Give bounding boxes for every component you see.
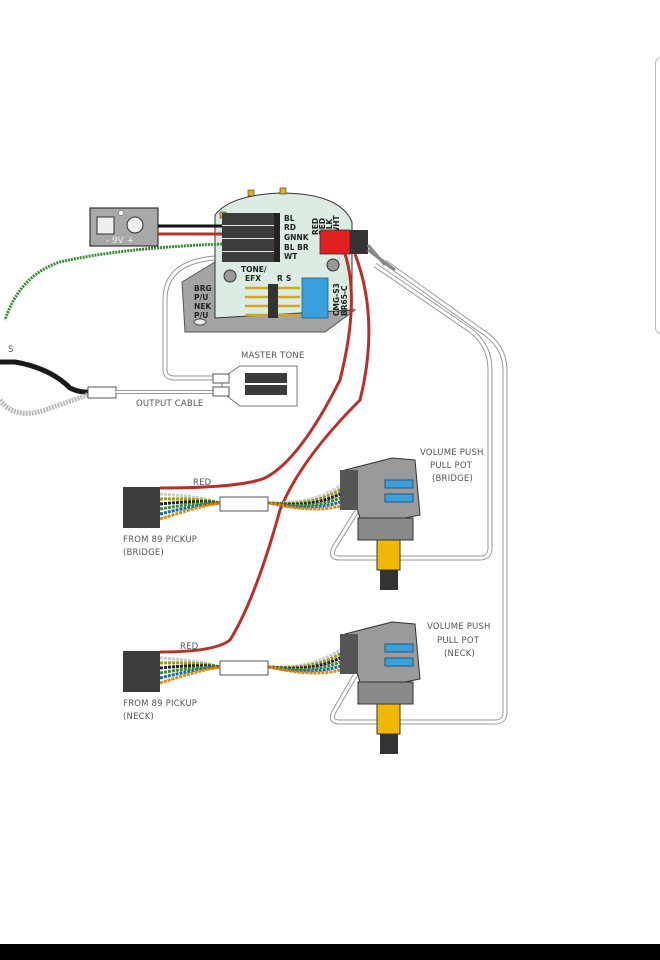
side-panel-edge[interactable]: [655, 57, 660, 334]
neck-pickup-sublabel: (NECK): [123, 712, 154, 722]
pu-label-2: P/U: [194, 311, 208, 320]
pot-casing: [357, 681, 414, 705]
pin-label-gnnk: GNNK: [284, 233, 310, 242]
pin-label-wt: WT: [284, 252, 298, 261]
bridge-pickup-label: FROM 89 PICKUP: [123, 535, 197, 545]
neck-pot-label-1: VOLUME PUSH: [427, 622, 491, 632]
tone-header: [268, 284, 278, 318]
harness-wire: [159, 665, 351, 685]
switch-label-1: CMG-S3: [332, 283, 341, 316]
pot-casing: [357, 517, 414, 541]
red-wire-bridge: [159, 253, 353, 490]
brg-label: BRG: [194, 284, 212, 293]
pin-label-blk: BLK: [325, 218, 334, 235]
black-connector: [350, 230, 368, 254]
neck-pot-label-2: PULL POT: [437, 636, 480, 646]
output-plug: [87, 386, 117, 399]
output-cable-label: OUTPUT CABLE: [136, 399, 203, 409]
master-tone-label: MASTER TONE: [241, 351, 305, 361]
jack-socket-minus: [96, 216, 115, 235]
switch-label-2: BR65-C: [340, 285, 349, 316]
black-cable: [0, 359, 91, 395]
red-connector: [319, 229, 351, 255]
bridge-harness: [123, 457, 421, 590]
pickup-connector: [123, 651, 160, 692]
braided-cable: [0, 391, 91, 416]
harness-wire: [159, 496, 351, 516]
pin-label-blbr: BL BR: [284, 243, 309, 252]
pot-switch-block: [340, 470, 358, 510]
pot-switch-block: [340, 634, 358, 674]
neck-pot-label-3: (NECK): [444, 649, 475, 659]
r-label: R: [277, 274, 283, 283]
battery-label: - 9V +: [106, 236, 134, 246]
blue-switch: [301, 277, 329, 319]
bridge-pickup-sublabel: (BRIDGE): [123, 548, 164, 558]
pin-label-rd: RD: [284, 223, 296, 232]
plug-wires-board: [366, 244, 396, 272]
bridge-red-label: RED: [193, 478, 212, 488]
neck-red-label: RED: [180, 642, 199, 652]
pot-shaft: [376, 703, 401, 735]
pin-label-bl: BL: [284, 214, 295, 223]
bridge-pot-label-3: (BRIDGE): [432, 474, 473, 484]
master-tone-header: [245, 373, 287, 383]
master-tone-plug: [212, 386, 230, 397]
board-hole: [223, 269, 237, 283]
white-wire-master-tone: [162, 255, 220, 381]
pot-blue-contact: [384, 657, 414, 667]
efx-label: EFX: [245, 274, 261, 283]
heat-shrink-sleeve: [219, 660, 269, 676]
neck-harness: [123, 621, 421, 754]
bridge-pot-label-2: PULL POT: [430, 461, 473, 471]
pot-knob-spline: [380, 570, 398, 590]
pot-blue-contact: [384, 493, 414, 503]
pin-label-red2: RED: [318, 218, 327, 235]
header-connectors: [222, 213, 280, 262]
bridge-pot-label-1: VOLUME PUSH: [420, 448, 484, 458]
pickup-connector: [123, 487, 160, 528]
harness-wire: [159, 660, 351, 680]
master-tone-plug: [212, 373, 230, 384]
white-wire-right-loop: [329, 259, 508, 725]
pot-blue-contact: [384, 479, 414, 489]
master-tone-header: [245, 385, 287, 395]
pu-label-1: P/U: [194, 293, 208, 302]
nek-label: NEK: [194, 302, 212, 311]
harness-wire: [159, 501, 351, 521]
navigation-bar: [0, 944, 660, 960]
jack-s-label: S: [8, 345, 14, 355]
pot-knob-spline: [380, 734, 398, 754]
pot-shaft: [376, 539, 401, 571]
s-label: S: [286, 274, 291, 283]
bracket-hole: [193, 318, 207, 326]
pot-blue-contact: [384, 643, 414, 653]
neck-pickup-label: FROM 89 PICKUP: [123, 699, 197, 709]
green-wire: [3, 242, 223, 321]
heat-shrink-sleeve: [219, 496, 269, 512]
board-hole: [326, 258, 340, 272]
jack-socket-plus: [126, 216, 144, 234]
jack-led: [118, 210, 124, 216]
tone-label: TONE/: [241, 265, 267, 274]
pin-label-red1: RED: [311, 218, 320, 235]
pin-label-wht: WHT: [332, 214, 341, 235]
